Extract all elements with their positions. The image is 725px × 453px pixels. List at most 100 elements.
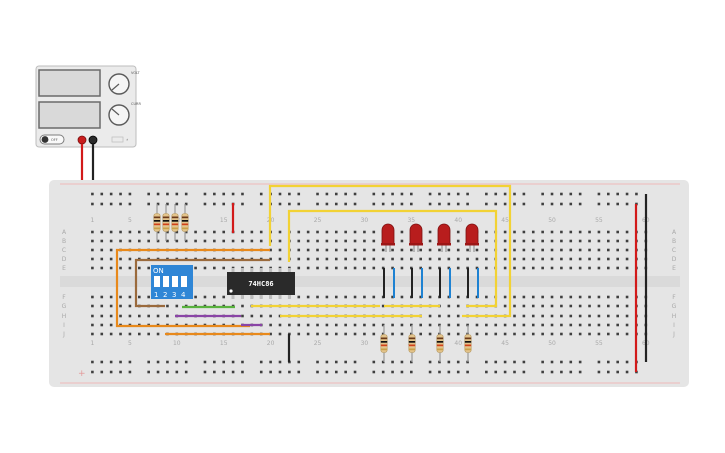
breadboard-hole[interactable] bbox=[485, 239, 488, 243]
breadboard-hole[interactable] bbox=[391, 266, 394, 270]
rail-hole[interactable] bbox=[269, 370, 272, 374]
rail-hole[interactable] bbox=[334, 192, 338, 196]
breadboard-hole[interactable] bbox=[475, 323, 479, 327]
rail-hole[interactable] bbox=[156, 202, 160, 206]
breadboard-hole[interactable] bbox=[325, 332, 329, 336]
breadboard-hole[interactable] bbox=[616, 295, 619, 299]
breadboard-hole[interactable] bbox=[269, 257, 272, 261]
breadboard-hole[interactable] bbox=[513, 239, 516, 243]
rail-hole[interactable] bbox=[91, 202, 94, 206]
rail-hole[interactable] bbox=[410, 202, 413, 206]
breadboard-hole[interactable] bbox=[344, 332, 347, 336]
breadboard-hole[interactable] bbox=[128, 304, 132, 308]
rail-hole[interactable] bbox=[91, 192, 94, 196]
breadboard-hole[interactable] bbox=[316, 248, 319, 252]
rail-hole[interactable] bbox=[344, 360, 347, 364]
breadboard-hole[interactable] bbox=[147, 230, 150, 234]
rail-hole[interactable] bbox=[166, 192, 169, 196]
led[interactable] bbox=[465, 223, 479, 252]
breadboard-hole[interactable] bbox=[531, 266, 535, 270]
breadboard-hole[interactable] bbox=[569, 304, 573, 308]
rail-hole[interactable] bbox=[353, 202, 357, 206]
rail-hole[interactable] bbox=[128, 202, 132, 206]
breadboard-hole[interactable] bbox=[625, 239, 629, 243]
breadboard-hole[interactable] bbox=[147, 314, 150, 318]
rail-hole[interactable] bbox=[175, 202, 179, 206]
rail-hole[interactable] bbox=[325, 360, 329, 364]
breadboard-hole[interactable] bbox=[100, 323, 104, 327]
orange-wire-loop[interactable] bbox=[115, 248, 270, 328]
breadboard-hole[interactable] bbox=[475, 248, 479, 252]
breadboard-hole[interactable] bbox=[297, 323, 301, 327]
dip-switch[interactable]: ON 1 2 3 4 bbox=[151, 265, 193, 299]
breadboard-hole[interactable] bbox=[166, 314, 169, 318]
breadboard-hole[interactable] bbox=[353, 239, 357, 243]
breadboard-hole[interactable] bbox=[363, 323, 366, 327]
rail-hole[interactable] bbox=[175, 360, 179, 364]
breadboard-hole[interactable] bbox=[522, 314, 526, 318]
rail-hole[interactable] bbox=[344, 202, 347, 206]
breadboard-hole[interactable] bbox=[316, 323, 319, 327]
breadboard-hole[interactable] bbox=[325, 248, 329, 252]
breadboard-hole[interactable] bbox=[560, 323, 563, 327]
breadboard-hole[interactable] bbox=[503, 266, 507, 270]
breadboard-hole[interactable] bbox=[522, 266, 526, 270]
rail-hole[interactable] bbox=[297, 202, 301, 206]
breadboard-hole[interactable] bbox=[419, 266, 422, 270]
rail-hole[interactable] bbox=[259, 202, 263, 206]
rail-hole[interactable] bbox=[447, 370, 451, 374]
breadboard-hole[interactable] bbox=[531, 248, 535, 252]
breadboard-hole[interactable] bbox=[456, 239, 460, 243]
rail-hole[interactable] bbox=[184, 202, 188, 206]
breadboard-hole[interactable] bbox=[503, 332, 507, 336]
rail-hole[interactable] bbox=[560, 202, 563, 206]
rail-hole[interactable] bbox=[466, 370, 469, 374]
breadboard-hole[interactable] bbox=[578, 304, 582, 308]
breadboard-hole[interactable] bbox=[503, 230, 507, 234]
breadboard-hole[interactable] bbox=[344, 266, 347, 270]
dip-toggle-3[interactable] bbox=[172, 276, 178, 287]
rail-hole[interactable] bbox=[259, 360, 263, 364]
breadboard-hole[interactable] bbox=[297, 248, 301, 252]
rail-hole[interactable] bbox=[541, 360, 544, 364]
rail-hole[interactable] bbox=[184, 370, 188, 374]
rail-hole[interactable] bbox=[128, 370, 132, 374]
breadboard-hole[interactable] bbox=[485, 257, 488, 261]
breadboard-hole[interactable] bbox=[503, 248, 507, 252]
breadboard-hole[interactable] bbox=[344, 257, 347, 261]
breadboard-hole[interactable] bbox=[400, 257, 404, 261]
breadboard-hole[interactable] bbox=[128, 257, 132, 261]
breadboard-hole[interactable] bbox=[213, 230, 216, 234]
breadboard-hole[interactable] bbox=[560, 304, 563, 308]
rail-hole[interactable] bbox=[494, 202, 498, 206]
breadboard-hole[interactable] bbox=[325, 239, 329, 243]
breadboard-hole[interactable] bbox=[381, 248, 385, 252]
rail-hole[interactable] bbox=[241, 192, 244, 196]
rail-hole[interactable] bbox=[438, 202, 441, 206]
breadboard-hole[interactable] bbox=[250, 239, 254, 243]
rail-hole[interactable] bbox=[147, 360, 150, 364]
breadboard-hole[interactable] bbox=[550, 248, 554, 252]
breadboard-hole[interactable] bbox=[419, 295, 422, 299]
rail-hole[interactable] bbox=[400, 202, 404, 206]
breadboard-hole[interactable] bbox=[456, 257, 460, 261]
breadboard-hole[interactable] bbox=[456, 304, 460, 308]
dip-toggle-2[interactable] bbox=[163, 276, 169, 287]
rail-hole[interactable] bbox=[222, 202, 226, 206]
breadboard-hole[interactable] bbox=[297, 266, 301, 270]
breadboard-hole[interactable] bbox=[344, 230, 347, 234]
breadboard-hole[interactable] bbox=[372, 239, 376, 243]
breadboard-hole[interactable] bbox=[334, 248, 338, 252]
breadboard-hole[interactable] bbox=[531, 332, 535, 336]
breadboard-hole[interactable] bbox=[485, 230, 488, 234]
rail-hole[interactable] bbox=[541, 202, 544, 206]
breadboard-hole[interactable] bbox=[203, 230, 207, 234]
breadboard-hole[interactable] bbox=[466, 257, 469, 261]
breadboard-hole[interactable] bbox=[316, 257, 319, 261]
rail-hole[interactable] bbox=[119, 370, 122, 374]
rail-hole[interactable] bbox=[513, 192, 516, 196]
rail-hole[interactable] bbox=[213, 202, 216, 206]
rail-hole[interactable] bbox=[166, 370, 169, 374]
rail-hole[interactable] bbox=[278, 192, 282, 196]
rail-hole[interactable] bbox=[428, 360, 432, 364]
